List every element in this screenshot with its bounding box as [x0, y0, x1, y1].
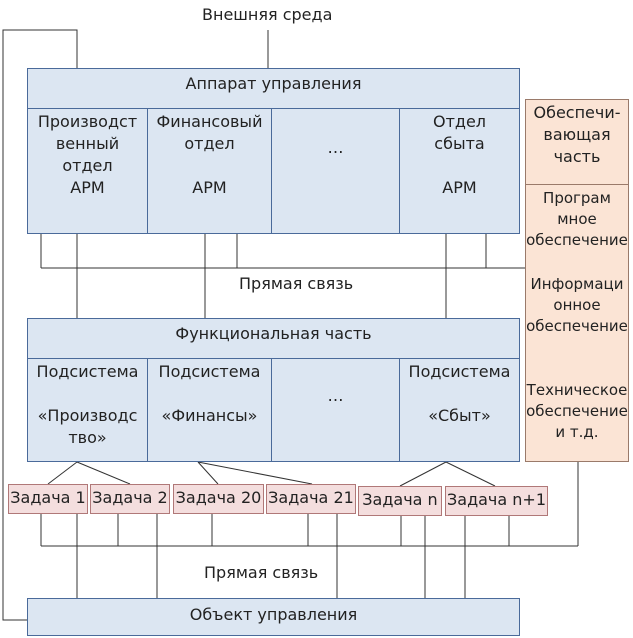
information-support-item: Информаци онное обеспечение [526, 275, 628, 335]
software-support-item: Програм мное обеспечение [526, 189, 628, 249]
functional-part-block: Функциональная часть Подсистема «Произво… [27, 318, 520, 462]
apparatus-ellipsis-cell: … [327, 138, 344, 157]
functional-col-sep [271, 358, 272, 461]
production-department-cell: Производст венный отдел АРМ [37, 112, 138, 197]
functional-col-sep [399, 358, 400, 461]
functional-col-sep [147, 358, 148, 461]
apparatus-divider [28, 108, 519, 109]
sales-subsystem-cell: Подсистема «Сбыт» [408, 362, 511, 425]
direct-link-bottom-label: Прямая связь [202, 563, 321, 582]
direct-link-top-label: Прямая связь [237, 274, 356, 293]
supporting-part-header: Обеспечи- вающая часть [533, 103, 621, 166]
sales-department-cell: Отдел сбыта АРМ [432, 112, 487, 197]
task-1: Задача 1 [8, 484, 88, 514]
task-2: Задача 2 [90, 484, 170, 514]
technical-support-item: Техническое обеспечение и т.д. [526, 381, 628, 441]
management-apparatus-title: Аппарат управления [185, 74, 362, 93]
task-n: Задача n [358, 486, 442, 516]
apparatus-col-sep [147, 108, 148, 233]
task-n-plus-1: Задача n+1 [445, 486, 548, 516]
functional-part-title: Функциональная часть [175, 324, 372, 343]
production-subsystem-cell: Подсистема «Производс тво» [36, 362, 139, 447]
apparatus-col-sep [271, 108, 272, 233]
management-apparatus-block: Аппарат управления Производст венный отд… [27, 68, 520, 234]
supporting-divider [526, 184, 628, 185]
task-21: Задача 21 [266, 484, 356, 514]
supporting-part-block: Обеспечи- вающая часть Програм мное обес… [525, 99, 629, 462]
external-environment-label: Внешняя среда [200, 5, 335, 24]
apparatus-col-sep [399, 108, 400, 233]
task-20: Задача 20 [173, 484, 264, 514]
functional-ellipsis-cell: … [327, 386, 344, 405]
functional-divider [28, 358, 519, 359]
managed-object-label: Объект управления [189, 605, 358, 624]
finance-subsystem-cell: Подсистема «Финансы» [158, 362, 261, 425]
finance-department-cell: Финансовый отдел АРМ [156, 112, 263, 197]
managed-object-block: Объект управления [27, 598, 520, 636]
